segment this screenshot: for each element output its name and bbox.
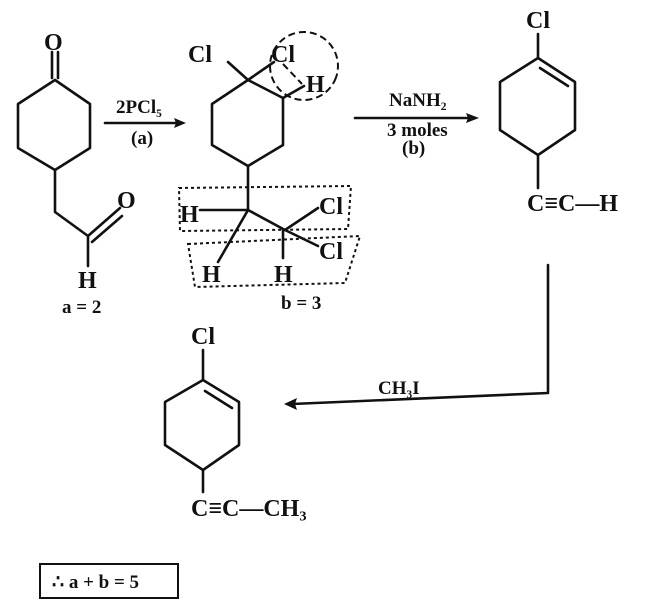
atom-h: H [78,268,97,294]
step-b-label: (b) [402,138,425,159]
elimination-box-1 [177,184,353,233]
atom-cl-3: Cl [319,194,343,220]
alkyne-side-chain: C≡C—H [527,191,618,217]
atom-o-ketone: O [44,30,63,56]
count-a: a = 2 [62,297,101,318]
atom-h-left: H [180,202,199,228]
arrow-step-a: 2PCl₅ (a) [103,97,186,149]
atom-h-ring: H [306,72,325,98]
product-side-chain: C≡C—CH₃ [191,496,307,522]
conclusion-text: ∴ a + b = 5 [52,572,139,593]
arrow-step-b: NaNH₂ 3 moles (b) [353,90,479,159]
atom-cl: Cl [526,8,550,34]
atom-h-bottom-1: H [202,262,221,288]
atom-h-bottom-2: H [274,262,293,288]
atom-cl-4: Cl [319,239,343,265]
alkyne-structure: Cl C≡C—H [498,8,618,217]
atom-o-aldehyde: O [117,188,136,214]
count-b: b = 3 [281,293,321,314]
reagent-ch3i: CH₃I [378,378,420,399]
conclusion-box: ∴ a + b = 5 [39,563,179,599]
product-structure: Cl C≡C—CH₃ [163,324,307,522]
elimination-box-2 [186,234,362,289]
atom-cl: Cl [191,324,215,350]
atom-cl-1: Cl [188,42,212,68]
step-a-label: (a) [131,128,153,149]
reagent-pcl5: 2PCl₅ [116,97,162,118]
atom-cl-2: Cl [271,42,295,68]
intermediate-structure: Cl Cl H H Cl Cl H H b = 3 [177,31,362,314]
reactant-structure: O O H a = 2 [16,30,136,318]
reagent-nanh2: NaNH₂ [389,90,447,111]
reagent-amount: 3 moles [387,120,448,141]
arrow-step-c: CH₃I [284,263,550,410]
